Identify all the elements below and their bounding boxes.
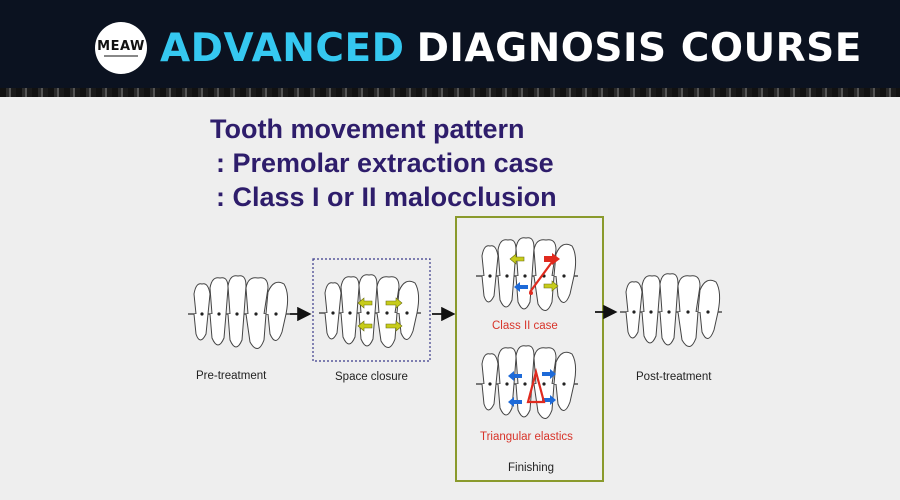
meaw-logo: MEAW xyxy=(95,22,147,74)
course-title: ADVANCED DIAGNOSIS COURSE xyxy=(160,22,862,74)
space-closure-teeth xyxy=(318,274,422,349)
course-title-main: DIAGNOSIS COURSE xyxy=(416,25,862,71)
label-triangular-elastics: Triangular elastics xyxy=(480,431,573,443)
slide-title-line-3: : Class I or II malocclusion xyxy=(216,182,557,212)
post-treatment-teeth xyxy=(619,273,723,348)
logo-text: MEAW xyxy=(97,38,145,54)
banner-divider xyxy=(0,88,900,97)
triangular-elastics-arrows xyxy=(508,367,556,407)
slide-title: Tooth movement pattern : Premolar extrac… xyxy=(210,112,557,214)
class-ii-arrows xyxy=(509,253,560,295)
finishing-box xyxy=(455,216,604,482)
pre-treatment-teeth xyxy=(187,275,291,350)
label-post-treatment: Post-treatment xyxy=(636,371,712,383)
label-finishing: Finishing xyxy=(508,462,555,474)
label-pre-treatment: Pre-treatment xyxy=(196,370,267,382)
space-closure-arrows xyxy=(357,297,403,332)
label-class-ii-case: Class II case xyxy=(492,320,558,332)
space-closure-box xyxy=(312,258,431,362)
slide-title-line-1: Tooth movement pattern xyxy=(210,114,525,144)
logo-underline xyxy=(104,54,138,57)
slide-title-line-2: : Premolar extraction case xyxy=(216,148,554,178)
label-space-closure: Space closure xyxy=(335,371,408,383)
class-ii-teeth xyxy=(475,237,579,312)
header-banner xyxy=(0,0,900,92)
course-title-accent: ADVANCED xyxy=(160,25,405,71)
triangular-elastics-teeth xyxy=(475,345,579,420)
